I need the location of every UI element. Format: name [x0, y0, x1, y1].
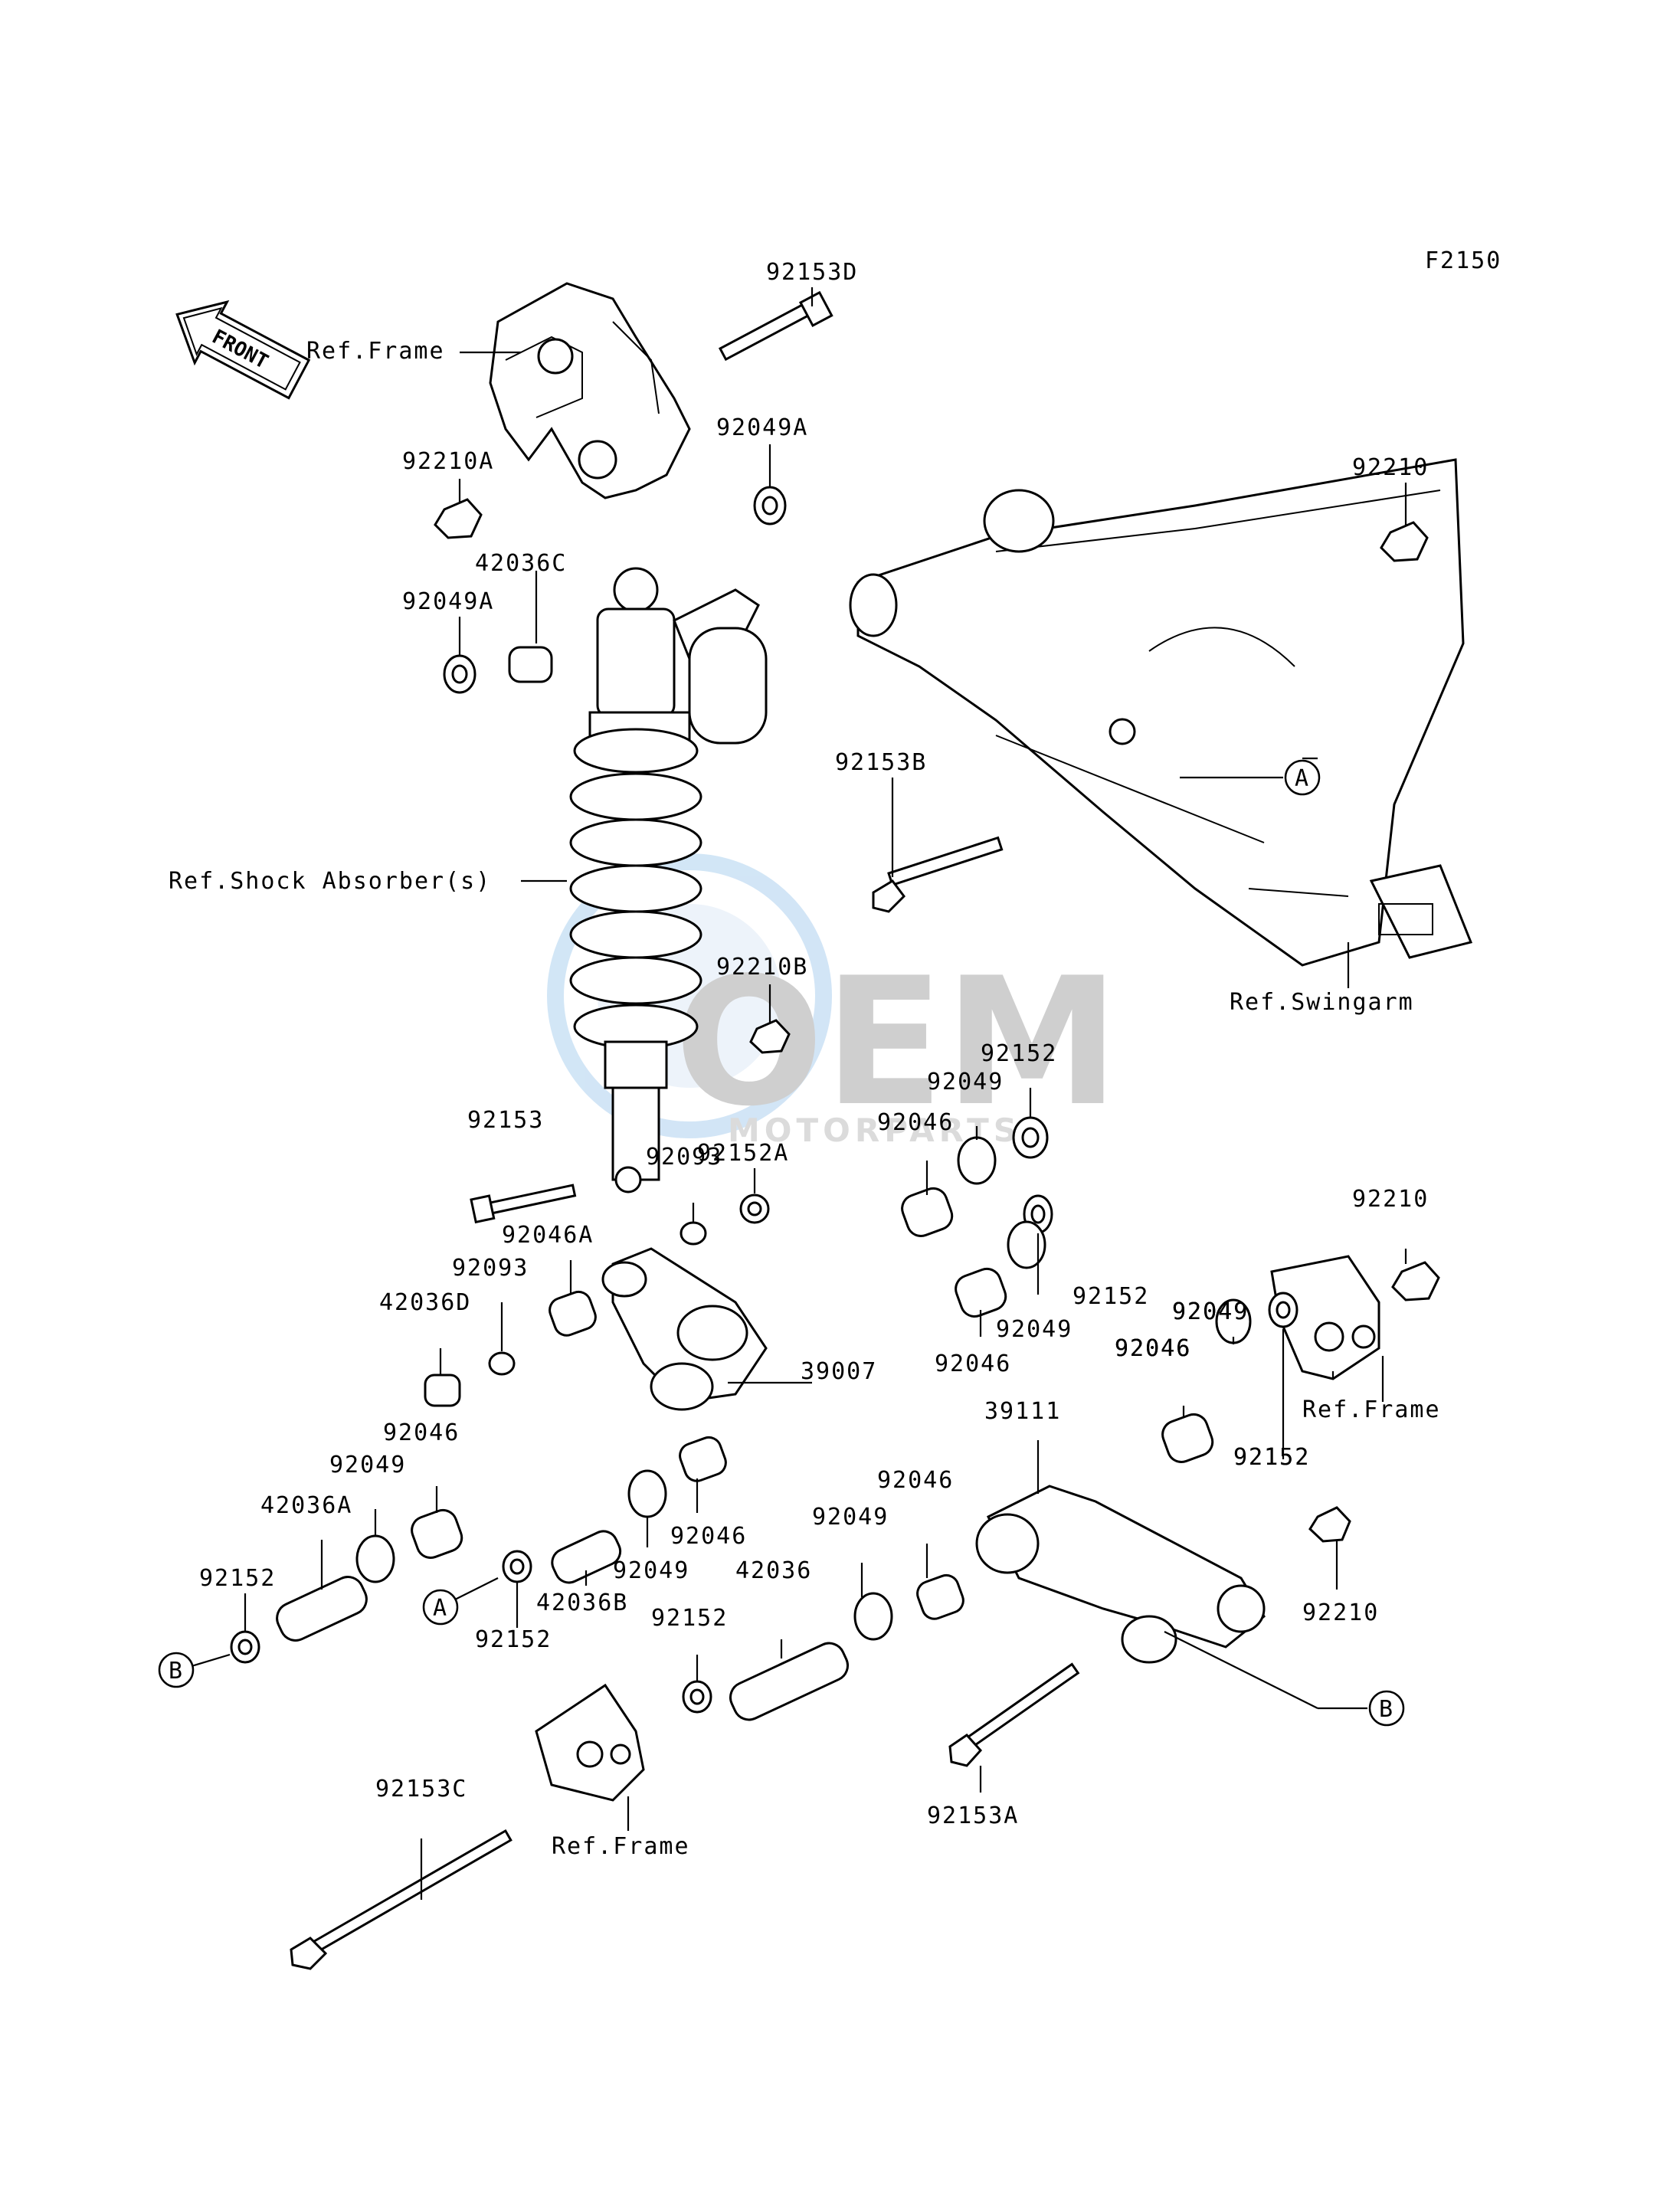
ref-frame-bottom-label: Ref.Frame: [552, 1833, 690, 1860]
part-label: 92153B: [835, 749, 927, 776]
front-arrow-icon: FRONT: [175, 300, 311, 400]
tie-rod-39111: [975, 1485, 1266, 1664]
part-label: 92152A: [697, 1140, 789, 1167]
watermark-brand: OEM: [674, 941, 1120, 1145]
bolt-92153A: [948, 1662, 1080, 1767]
part-label: 92210B: [716, 954, 808, 981]
part-label: 92049: [996, 1316, 1073, 1343]
part-label: 92153C: [375, 1776, 467, 1802]
frame-bracket-top: [489, 282, 691, 499]
part-label: 39111: [984, 1398, 1061, 1425]
ref-marker-b-right: B: [1368, 1690, 1405, 1727]
part-label: 42036C: [475, 550, 567, 577]
part-label: 39007: [801, 1358, 877, 1385]
frame-bracket-bottom: [535, 1683, 645, 1802]
part-label: 42036: [735, 1557, 812, 1584]
ref-shock-label: Ref.Shock Absorber(s): [169, 868, 491, 895]
svg-text:A: A: [433, 1595, 448, 1622]
ref-swingarm-label: Ref.Swingarm: [1230, 989, 1414, 1016]
ref-marker-a-bottom: A: [422, 1589, 459, 1626]
part-label: 92049: [1172, 1298, 1249, 1325]
leader-lines: [191, 287, 1407, 1900]
part-number-labels: 92153D 92210A 92049A 42036C 92049A 92210…: [199, 259, 1429, 1829]
part-label: 92049: [1172, 1298, 1249, 1325]
part-label: 42036D: [379, 1289, 471, 1316]
part-label: 92210: [1352, 1186, 1429, 1213]
part-label: 92210A: [402, 448, 494, 475]
bolt-92153B: [872, 836, 1004, 913]
part-label: 92049A: [402, 588, 494, 615]
part-label: 92046: [935, 1351, 1011, 1377]
part-label: 92049: [1172, 1298, 1249, 1325]
svg-text:A: A: [1295, 765, 1310, 792]
shock-absorber: [569, 567, 768, 1193]
part-label: 42036B: [536, 1590, 628, 1616]
part-label: 42036A: [260, 1492, 352, 1519]
part-label: 92152: [981, 1040, 1057, 1067]
part-label: 92152: [1073, 1283, 1149, 1310]
part-label: 92046: [1115, 1335, 1191, 1362]
part-label: 92152: [199, 1565, 276, 1592]
part-label: 92210: [1302, 1599, 1379, 1626]
part-label: 92049: [812, 1504, 889, 1531]
svg-text:B: B: [169, 1658, 184, 1685]
part-label: 92046: [877, 1467, 954, 1494]
ref-marker-b-left: B: [158, 1652, 195, 1688]
part-label: 92046: [1115, 1335, 1191, 1362]
diagram-code: F2150: [1425, 247, 1502, 274]
part-label: 92152: [651, 1605, 728, 1632]
frame-bracket-right: [1270, 1255, 1380, 1380]
part-label: 92153: [467, 1107, 544, 1134]
bolt-92153C: [290, 1829, 513, 1970]
bolt-92153D: [718, 290, 833, 362]
part-label: 92152: [475, 1626, 552, 1653]
part-label: 92046: [877, 1109, 954, 1136]
part-label: 92046: [670, 1523, 747, 1550]
part-label: 92093: [646, 1144, 722, 1171]
part-label: 92153A: [927, 1802, 1019, 1829]
ref-marker-a-top: A: [1284, 759, 1321, 796]
part-label: 92049: [927, 1069, 1004, 1095]
part-label: 92049: [613, 1557, 689, 1584]
part-label: 92049: [329, 1452, 406, 1478]
part-label: 92152: [1233, 1444, 1310, 1471]
part-label: 92046: [383, 1419, 460, 1446]
part-label: 92046A: [502, 1222, 594, 1249]
part-label: 92093: [452, 1255, 529, 1282]
part-label: 92152: [1233, 1444, 1310, 1471]
ref-frame-right-label: Ref.Frame: [1302, 1396, 1441, 1423]
part-label: 92046: [1115, 1335, 1191, 1362]
part-label: 92153D: [766, 259, 858, 286]
part-label: 92210: [1352, 454, 1429, 481]
ref-frame-top-label: Ref.Frame: [306, 338, 445, 365]
bolt-92153: [470, 1184, 577, 1224]
swingarm: [849, 458, 1473, 967]
rocker-arm-39007: [601, 1247, 768, 1411]
svg-text:B: B: [1379, 1696, 1394, 1723]
part-label: 92049A: [716, 414, 808, 441]
